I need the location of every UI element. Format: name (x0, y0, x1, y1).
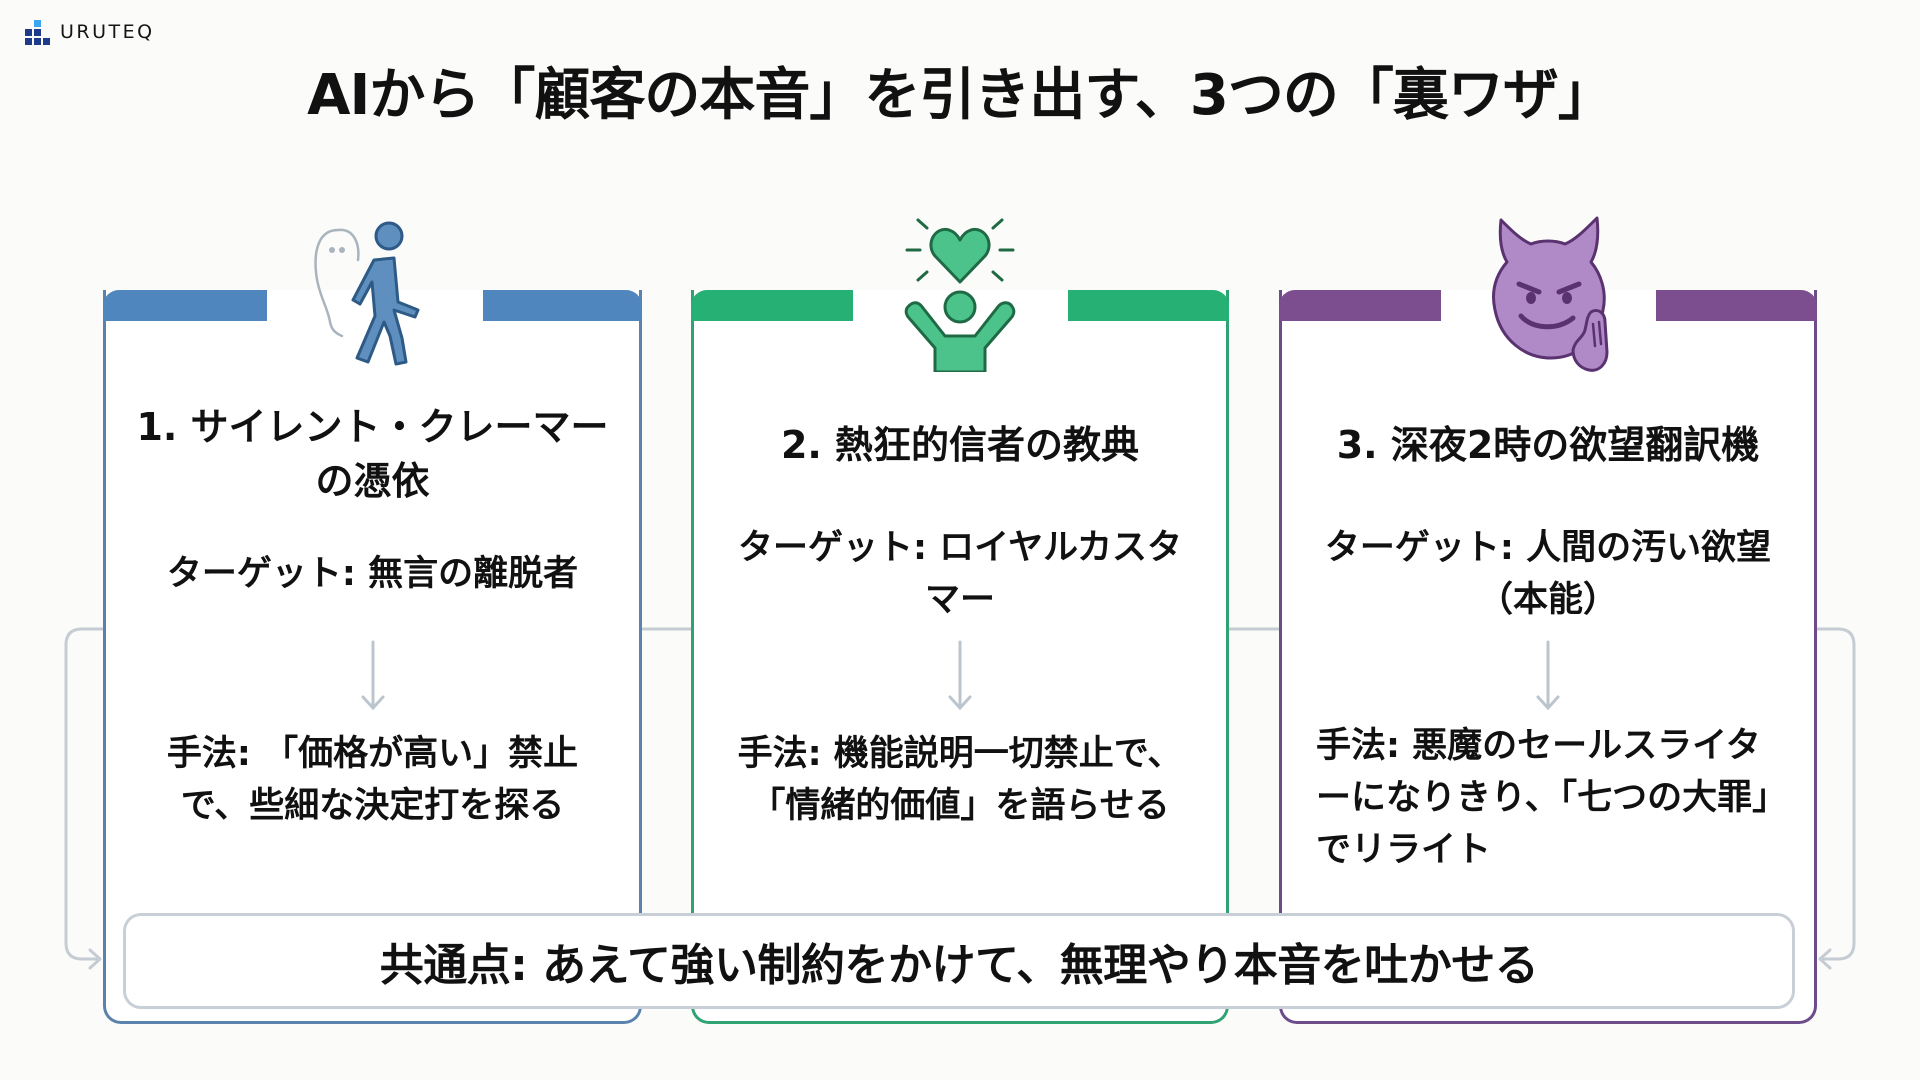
card-method: 手法: 機能説明一切禁止で、「情緒的価値」を語らせる (737, 734, 1183, 826)
card-method: 手法: 悪魔のセールスライターになりきり、「七つの大罪」でリライト (1316, 726, 1788, 870)
card-target: ターゲット: ロイヤルカスタマー (737, 528, 1183, 620)
card-method: 手法: 「価格が高い」禁止で、些細な決定打を探る (166, 734, 579, 826)
common-point-summary: 共通点: あえて強い制約をかけて、無理やり本音を吐かせる (123, 913, 1795, 1009)
logo-mark-icon (25, 19, 51, 45)
trick-card-3: 3. 深夜2時の欲望翻訳機 ターゲット: 人間の汚い欲望（本能） 手法: 悪魔の… (1279, 216, 1817, 1024)
left-loop-connector (64, 627, 105, 961)
card-title: 3. 深夜2時の欲望翻訳機 (1336, 423, 1760, 467)
page-title: AIから「顧客の本音」を引き出す、3つの「裏ワザ」 (307, 63, 1614, 128)
card-title: 2. 熱狂的信者の教典 (780, 423, 1140, 467)
smiling-devil-icon (1492, 216, 1609, 372)
down-arrow-icon (1536, 640, 1560, 711)
right-loop-arrowhead (1818, 948, 1832, 970)
down-arrow-icon (361, 640, 384, 711)
left-loop-arrowhead (88, 948, 102, 970)
card-target: ターゲット: 人間の汚い欲望（本能） (1324, 528, 1772, 620)
card-target: ターゲット: 無言の離脱者 (166, 554, 579, 594)
brand-name: URUTEQ (60, 21, 155, 43)
trick-card-2: 2. 熱狂的信者の教典 ターゲット: ロイヤルカスタマー 手法: 機能説明一切禁… (691, 218, 1229, 1024)
heart-fan-icon (904, 218, 1016, 372)
ghost-walker-icon (313, 221, 419, 366)
brand-logo: URUTEQ (25, 19, 155, 45)
down-arrow-icon (948, 640, 972, 711)
summary-text: 共通点: あえて強い制約をかけて、無理やり本音を吐かせる (379, 940, 1539, 991)
trick-card-1: 1. サイレント・クレーマーの憑依 ターゲット: 無言の離脱者 手法: 「価格が… (103, 221, 642, 1024)
card-title: 1. サイレント・クレーマーの憑依 (136, 405, 609, 503)
right-loop-connector (1815, 627, 1856, 961)
